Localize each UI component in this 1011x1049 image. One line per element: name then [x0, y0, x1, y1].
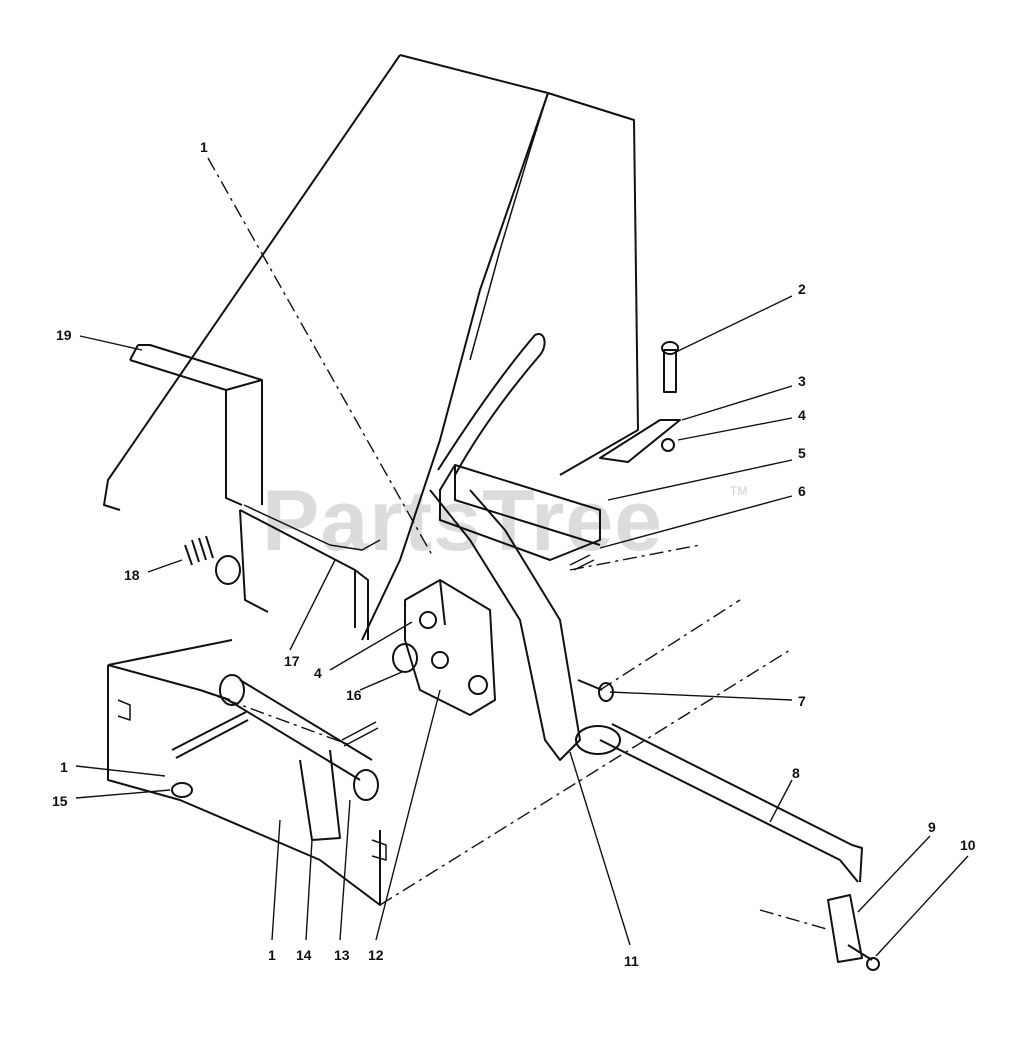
spring-16b: [341, 721, 379, 747]
callout-1-top: 1: [200, 139, 208, 155]
link-plate-12: [404, 579, 496, 716]
pin-15: [171, 711, 249, 759]
callout-10: 10: [960, 837, 976, 853]
bolt-7: [577, 679, 603, 691]
bracket-19: [129, 344, 263, 506]
callout-4-bottom: 4: [314, 665, 322, 681]
spring-18: [184, 535, 214, 566]
callout-16: 16: [346, 687, 362, 703]
callout-1-bottom: 1: [268, 947, 276, 963]
watermark-trademark: TM: [730, 484, 748, 498]
plate-9: [827, 894, 863, 963]
callout-7: 7: [798, 693, 806, 709]
bolt-2: [663, 349, 677, 393]
bolt-2-head: [661, 341, 679, 355]
handle-rod: [437, 333, 546, 476]
shaft-8: [599, 723, 863, 883]
shield-panel: [103, 54, 639, 641]
callout-5: 5: [798, 445, 806, 461]
callout-2: 2: [798, 281, 806, 297]
callout-13: 13: [334, 947, 350, 963]
pedal-pad: [439, 464, 601, 561]
pivot-end-right: [353, 769, 379, 801]
bracket-3: [599, 419, 681, 463]
nut-4: [661, 438, 675, 452]
callout-14: 14: [296, 947, 312, 963]
watermark: PartsTree: [262, 473, 664, 569]
callout-19: 19: [56, 327, 72, 343]
base-frame: [107, 639, 381, 906]
bushing-18: [215, 555, 241, 585]
bolt-10: [847, 944, 873, 961]
leader-lines: [75, 157, 969, 957]
pivot-end-left: [219, 674, 245, 706]
spacer-16: [392, 643, 418, 673]
bolt-10-head: [866, 957, 880, 971]
callout-17: 17: [284, 653, 300, 669]
callout-18: 18: [124, 567, 140, 583]
link-hole-1: [419, 611, 437, 629]
mount-plate: [243, 504, 381, 551]
callout-11: 11: [624, 953, 639, 969]
pivot-shaft: [227, 679, 373, 781]
collar-11: [575, 725, 621, 755]
callout-8: 8: [792, 765, 800, 781]
callout-3: 3: [798, 373, 806, 389]
shield-inner-edge: [469, 92, 549, 361]
callout-1-left: 1: [60, 759, 68, 775]
callout-4-top: 4: [798, 407, 806, 423]
base-frame-slots: [117, 699, 387, 861]
link-hole-2: [431, 651, 449, 669]
pedal-arm: [429, 489, 581, 761]
side-plate-17: [239, 509, 369, 640]
link-hole-3: [468, 675, 488, 695]
callout-9: 9: [928, 819, 936, 835]
callout-6: 6: [798, 483, 806, 499]
lever-14: [299, 749, 341, 841]
callout-15: 15: [52, 793, 68, 809]
callout-12: 12: [368, 947, 384, 963]
clip-15: [171, 782, 193, 798]
